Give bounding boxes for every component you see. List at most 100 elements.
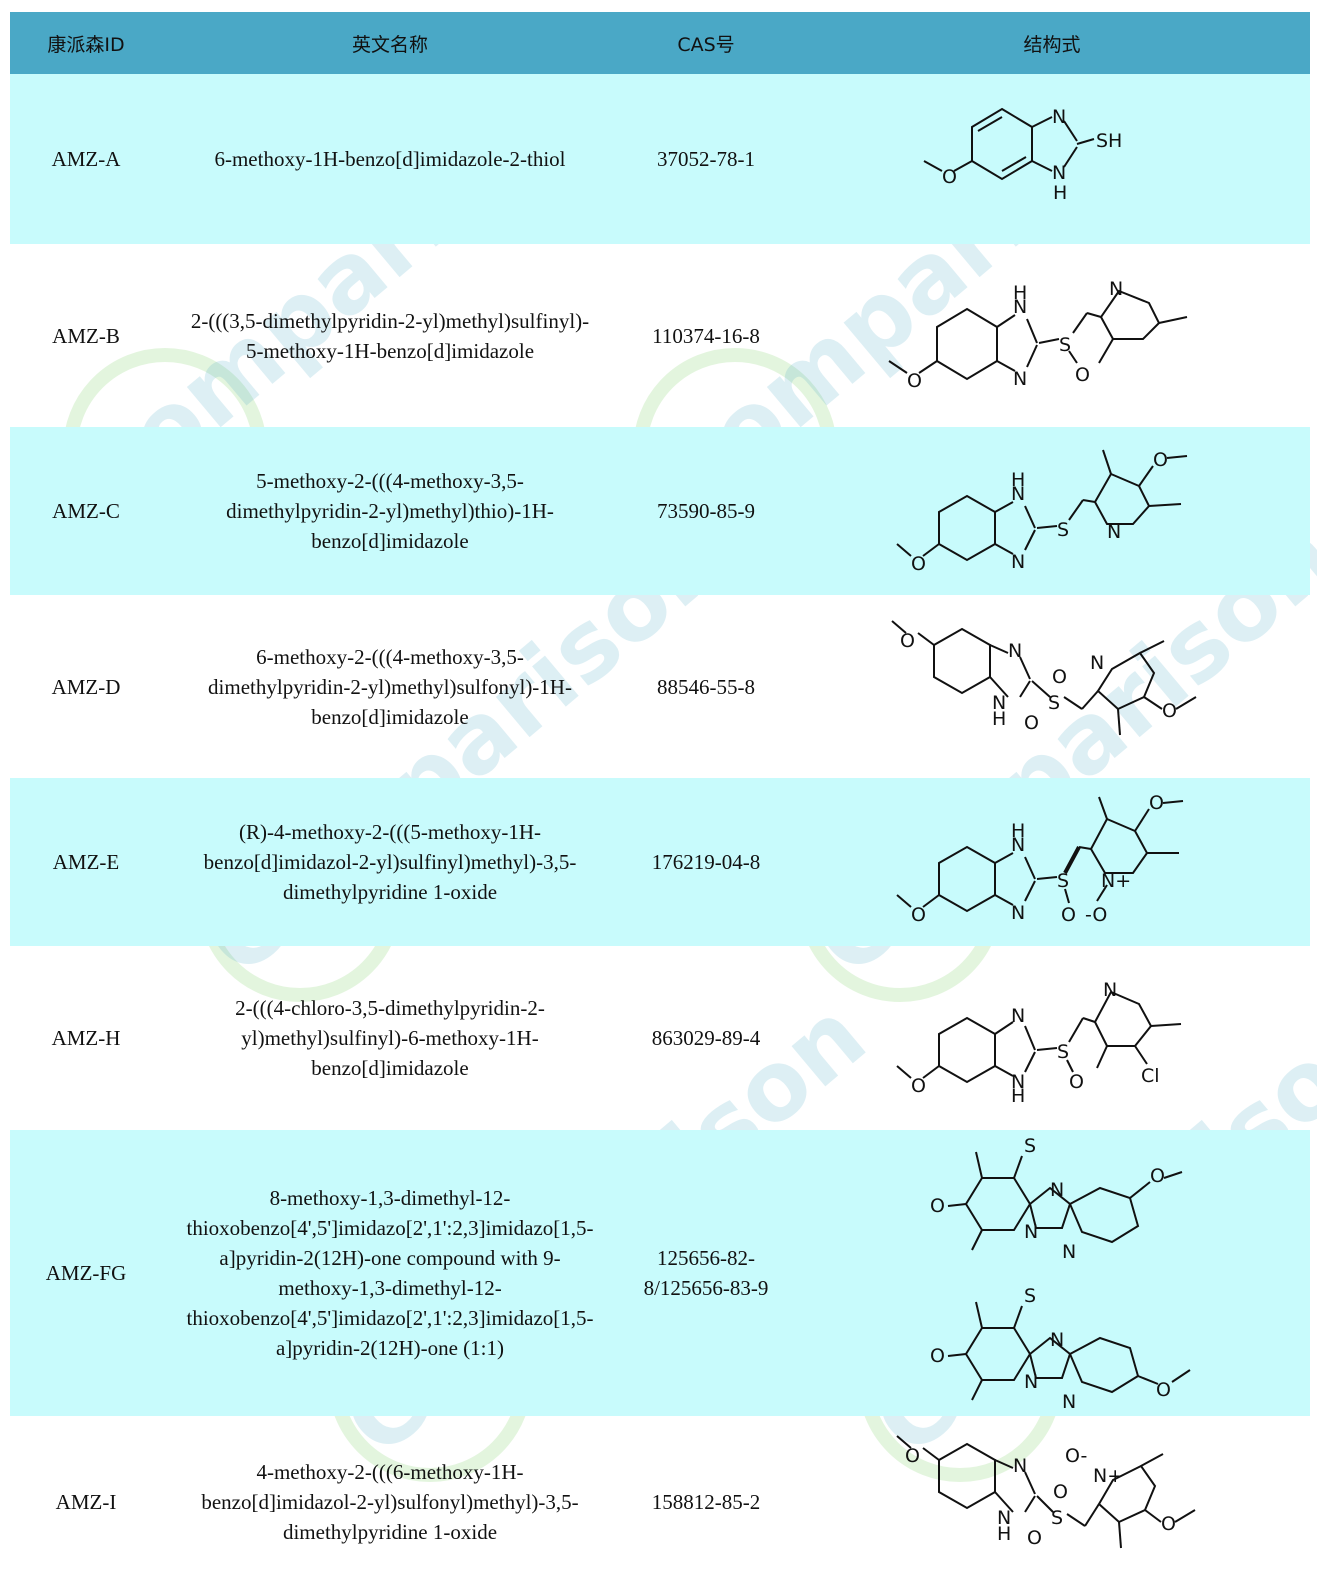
row-cas: 176219-04-8 bbox=[651, 850, 761, 874]
structure-amz-fg: S O N N N O S O N N N bbox=[930, 1135, 1191, 1413]
svg-text:O: O bbox=[1069, 1071, 1084, 1093]
svg-text:-O: -O bbox=[1085, 904, 1107, 926]
row-id: AMZ-A bbox=[51, 147, 121, 171]
svg-text:Cl: Cl bbox=[1141, 1065, 1160, 1087]
svg-text:N: N bbox=[1103, 979, 1117, 1001]
svg-text:S: S bbox=[1057, 1041, 1069, 1063]
svg-text:N: N bbox=[1050, 1179, 1064, 1201]
table-header: 康派森ID 英文名称 CAS号 结构式 bbox=[10, 12, 1310, 74]
svg-text:SH: SH bbox=[1096, 130, 1122, 152]
row-cas: 37052-78-1 bbox=[657, 147, 755, 171]
svg-text:O: O bbox=[907, 370, 922, 392]
header-id: 康派森ID bbox=[47, 33, 125, 56]
table-row: AMZ-H 2-(((4-chloro-3,5-dimethylpyridin-… bbox=[10, 946, 1310, 1130]
svg-text:O: O bbox=[1153, 449, 1168, 471]
row-id: AMZ-B bbox=[52, 323, 120, 348]
row-id: AMZ-FG bbox=[45, 1261, 127, 1285]
row-id: AMZ-D bbox=[51, 674, 121, 699]
structure-amz-e: N H N S O O N+ -O O bbox=[896, 792, 1184, 926]
svg-text:N: N bbox=[1013, 368, 1027, 390]
row-cas: 158812-85-2 bbox=[651, 1490, 761, 1514]
svg-text:N: N bbox=[1052, 162, 1066, 184]
svg-text:S: S bbox=[1024, 1285, 1036, 1307]
row-cas: 110374-16-8 bbox=[652, 323, 760, 348]
row-cas: 88546-55-8 bbox=[657, 674, 755, 699]
svg-text:N+: N+ bbox=[1093, 1465, 1123, 1487]
svg-text:O: O bbox=[1053, 1481, 1068, 1503]
svg-text:H: H bbox=[1013, 282, 1027, 304]
svg-text:H: H bbox=[1011, 469, 1025, 491]
svg-text:O: O bbox=[900, 630, 915, 652]
row-structure: S O N N N O S O N N N bbox=[794, 1130, 1310, 1416]
table-row: AMZ-A 6-methoxy-1H-benzo[d]imidazole-2-t… bbox=[10, 74, 1310, 244]
row-structure: N N H SH O bbox=[794, 74, 1310, 244]
header-structure: 结构式 bbox=[1023, 33, 1081, 56]
svg-text:N: N bbox=[1052, 106, 1066, 128]
svg-text:O: O bbox=[942, 166, 957, 188]
svg-text:O: O bbox=[1052, 666, 1067, 688]
svg-text:O: O bbox=[1162, 700, 1177, 722]
svg-text:H: H bbox=[1053, 182, 1067, 204]
svg-text:O: O bbox=[1024, 712, 1039, 734]
svg-text:N: N bbox=[1062, 1391, 1076, 1413]
svg-text:N: N bbox=[1011, 902, 1025, 924]
row-structure: N N H S O O N O O bbox=[794, 595, 1310, 778]
svg-text:N: N bbox=[1024, 1371, 1038, 1393]
svg-text:S: S bbox=[1057, 870, 1069, 892]
svg-text:O: O bbox=[911, 1075, 926, 1097]
structure-amz-i: N N H S O O N+ O- O O bbox=[896, 1435, 1196, 1549]
row-structure: N H N S O N O bbox=[794, 427, 1310, 595]
svg-text:N: N bbox=[1013, 296, 1027, 318]
structure-amz-b: N H N S O N O bbox=[888, 278, 1188, 392]
svg-text:O: O bbox=[1150, 1165, 1165, 1187]
svg-text:N: N bbox=[1090, 652, 1104, 674]
svg-text:N: N bbox=[1062, 1241, 1076, 1263]
svg-text:O: O bbox=[1061, 904, 1076, 926]
structure-amz-a: N N H SH O bbox=[923, 106, 1122, 204]
row-name: 8-methoxy-1,3-dimethyl-12-thioxobenzo[4'… bbox=[186, 1186, 594, 1360]
row-id: AMZ-E bbox=[52, 850, 120, 874]
header-name: 英文名称 bbox=[351, 33, 428, 56]
svg-text:H: H bbox=[997, 1523, 1011, 1545]
row-name: 4-methoxy-2-(((6-methoxy-1H-benzo[d]imid… bbox=[201, 1460, 579, 1544]
table-row: AMZ-FG 8-methoxy-1,3-dimethyl-12-thioxob… bbox=[10, 1130, 1310, 1416]
structure-amz-d: N N H S O O N O O bbox=[891, 619, 1197, 735]
svg-text:O: O bbox=[930, 1345, 945, 1367]
svg-text:N: N bbox=[1024, 1221, 1038, 1243]
row-structure: N N H S O O N+ O- O O bbox=[794, 1416, 1310, 1588]
svg-text:O: O bbox=[1027, 1527, 1042, 1549]
svg-text:O-: O- bbox=[1065, 1445, 1087, 1467]
structure-amz-h: N N H S O N Cl O bbox=[896, 979, 1182, 1107]
row-name: 6-methoxy-2-(((4-methoxy-3,5-dimethylpyr… bbox=[208, 644, 572, 729]
header-cas: CAS号 bbox=[677, 33, 735, 56]
svg-text:S: S bbox=[1057, 519, 1069, 541]
row-cas: 125656-82-8/125656-83-9 bbox=[643, 1246, 769, 1300]
svg-text:N: N bbox=[1011, 1005, 1025, 1027]
svg-text:N: N bbox=[1011, 551, 1025, 573]
row-structure: N H N S O O N+ -O O bbox=[794, 778, 1310, 946]
svg-text:O: O bbox=[930, 1195, 945, 1217]
svg-text:N: N bbox=[1109, 278, 1123, 300]
svg-text:N: N bbox=[1011, 1071, 1025, 1093]
svg-text:N+: N+ bbox=[1101, 870, 1131, 892]
svg-text:S: S bbox=[1048, 692, 1060, 714]
svg-text:H: H bbox=[1011, 1085, 1025, 1107]
svg-text:O: O bbox=[1161, 1513, 1176, 1535]
svg-text:N: N bbox=[1050, 1329, 1064, 1351]
svg-text:O: O bbox=[911, 553, 926, 575]
row-name: 5-methoxy-2-(((4-methoxy-3,5-dimethylpyr… bbox=[226, 469, 554, 553]
svg-text:S: S bbox=[1051, 1507, 1063, 1529]
structure-amz-c: N H N S O N O bbox=[896, 449, 1188, 575]
row-id: AMZ-H bbox=[51, 1026, 121, 1050]
table-row: AMZ-C 5-methoxy-2-(((4-methoxy-3,5-dimet… bbox=[10, 427, 1310, 595]
svg-text:H: H bbox=[992, 708, 1006, 730]
table-row: AMZ-D 6-methoxy-2-(((4-methoxy-3,5-dimet… bbox=[10, 595, 1310, 778]
svg-text:N: N bbox=[992, 692, 1006, 714]
row-cas: 863029-89-4 bbox=[651, 1026, 761, 1050]
row-name: 2-(((4-chloro-3,5-dimethylpyridin-2-yl)m… bbox=[235, 996, 545, 1080]
row-name: (R)-4-methoxy-2-(((5-methoxy-1H-benzo[d]… bbox=[203, 820, 577, 904]
svg-text:O: O bbox=[905, 1445, 920, 1467]
svg-text:N: N bbox=[1013, 1455, 1027, 1477]
svg-text:N: N bbox=[1008, 640, 1022, 662]
svg-text:N: N bbox=[997, 1507, 1011, 1529]
